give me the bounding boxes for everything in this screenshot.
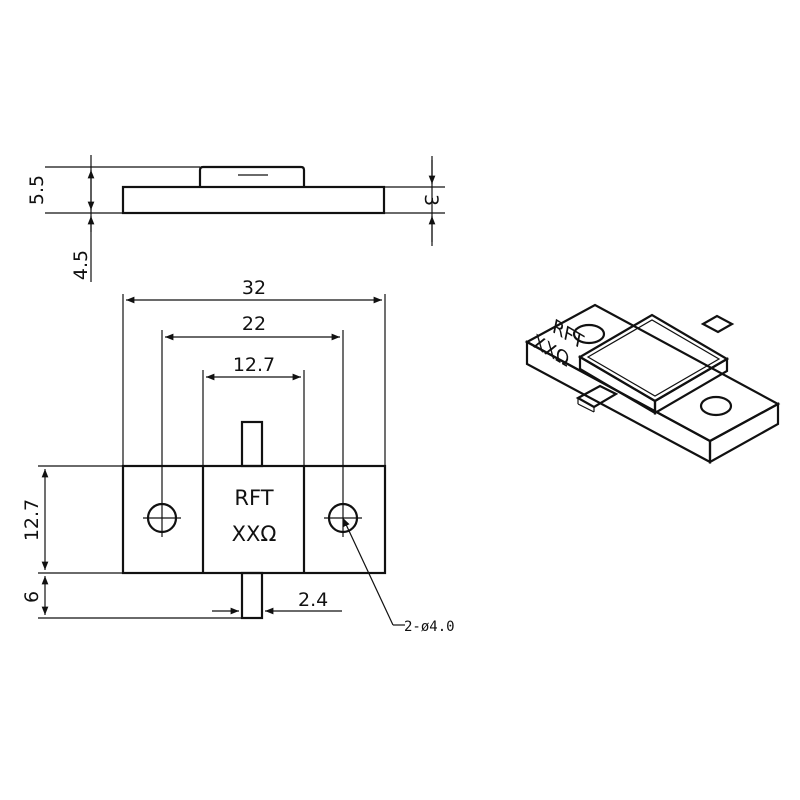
dim-body-width-label: 12.7: [233, 354, 275, 376]
dim-overall-width-label: 32: [242, 277, 266, 299]
top-view-label-line1: RFT: [234, 486, 273, 510]
top-view-lower-tab: [240, 571, 264, 620]
top-view-label-line2: XXΩ: [232, 522, 277, 546]
iso-flange-right-face: [708, 402, 780, 464]
dim-total-height-label: 5.5: [26, 175, 48, 205]
top-view: RFT XXΩ 32 22 12.7 12.7 6 2.4: [21, 277, 455, 635]
iso-front-tab-bottom: [577, 403, 595, 413]
hole-leader-line: [342, 517, 394, 626]
dim-tab-width-label: 2.4: [298, 589, 328, 611]
iso-back-tab: [700, 314, 735, 334]
iso-flange-top: [524, 303, 781, 443]
dim-flange-thickness-label: 3: [420, 194, 442, 206]
iso-hole-right: [699, 395, 733, 417]
dim-body-height-label: 12.7: [21, 499, 43, 541]
iso-body-top: [577, 313, 730, 403]
iso-front-tab: [575, 384, 619, 409]
side-view-body: [198, 165, 306, 187]
iso-view: RFT XXΩ: [524, 303, 781, 464]
iso-body-top-inset: [586, 319, 721, 397]
dim-flange-bottom-label: 4.5: [70, 250, 92, 280]
mounting-hole-left: [143, 499, 181, 537]
side-view-flange: [121, 185, 386, 215]
iso-body-right-face: [653, 357, 729, 415]
top-view-upper-tab: [240, 420, 264, 468]
hole-note-label: 2-ø4.0: [404, 619, 455, 635]
dim-tab-length-label: 6: [21, 591, 43, 603]
dim-hole-spacing-label: 22: [242, 313, 266, 335]
side-view: 5.5 4.5 3: [26, 155, 445, 282]
iso-hole-left: [572, 323, 606, 345]
